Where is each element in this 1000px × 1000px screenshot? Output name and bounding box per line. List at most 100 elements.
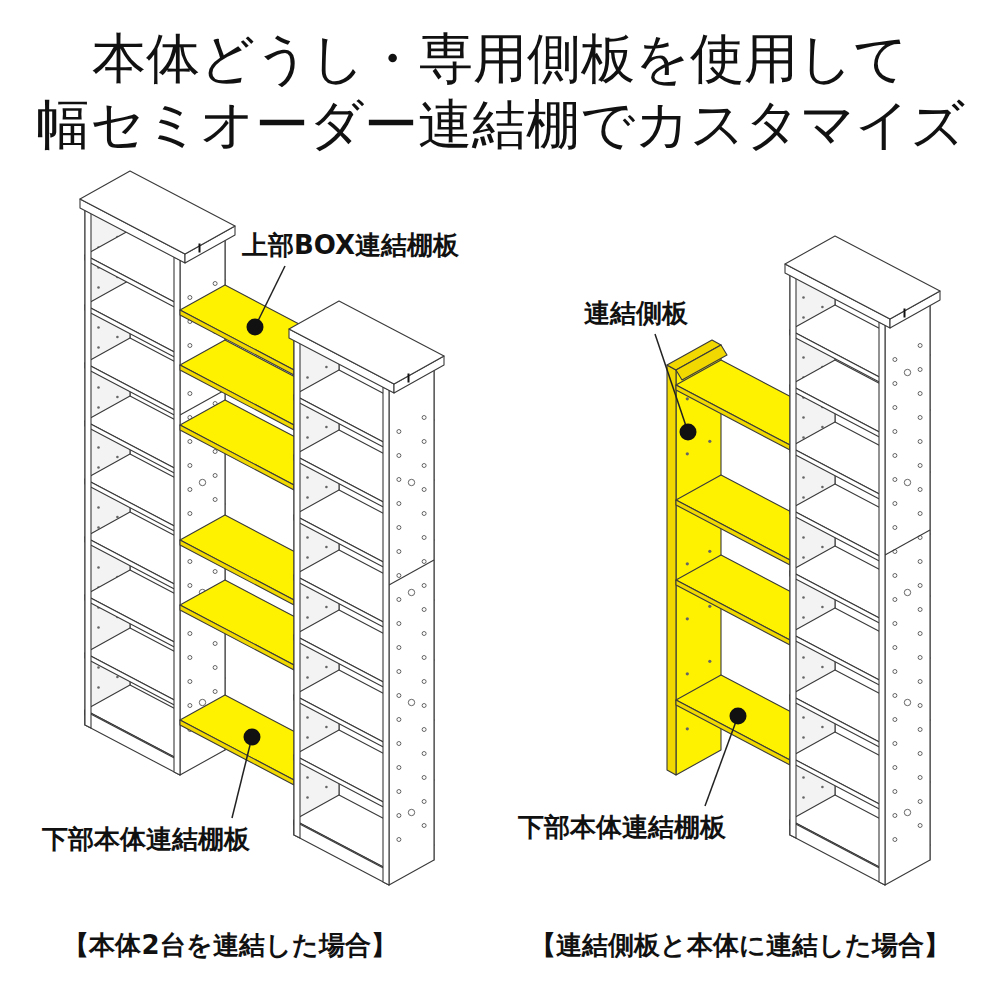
shelf-hole [802, 656, 805, 659]
connecting-shelf-edge [676, 385, 790, 450]
connecting-shelf-edge [676, 700, 790, 765]
shelf-hole [397, 646, 401, 650]
plinth [85, 711, 180, 775]
shelf-hole [918, 608, 922, 612]
shelf-hole [422, 656, 426, 660]
panel-front-edge [294, 340, 300, 838]
shelf-hole [97, 446, 100, 449]
shelf-hole [802, 776, 805, 779]
shelf-hole [708, 440, 711, 443]
shelf-edge [294, 515, 389, 570]
shelf-hole [802, 536, 805, 539]
shelf-hole [802, 416, 805, 419]
shelf-hole [893, 790, 897, 794]
shelf-hole [397, 790, 401, 794]
connector-pin [408, 374, 410, 383]
shelf-hole [918, 368, 922, 372]
shelf-hole [397, 574, 401, 578]
shelf-hole [325, 546, 328, 549]
shelf-hole [97, 286, 100, 289]
shelf-hole [893, 622, 897, 626]
shelf-hole [802, 496, 805, 499]
shelf-hole [918, 512, 922, 516]
shelf-hole [918, 752, 922, 756]
shelf-hole [802, 716, 805, 719]
shelf-hole [97, 566, 100, 569]
shelf-hole [686, 617, 689, 620]
leader-line [655, 334, 688, 432]
shelf-hole [918, 824, 922, 828]
shelf-edge [790, 695, 885, 750]
shelf-edge [85, 305, 180, 360]
shelf-hole [306, 716, 309, 719]
shelf-hole [893, 838, 897, 842]
shelf-hole [918, 416, 922, 420]
shelf-hole [397, 454, 401, 458]
part-label: 連結側板 [582, 296, 690, 330]
shelf-hole [802, 676, 805, 679]
shelf-hole [802, 476, 805, 479]
shelf-hole [306, 496, 309, 499]
shelf-hole [213, 498, 217, 502]
shelf-hole [893, 454, 897, 458]
shelf-hole [686, 727, 689, 730]
shelf-hole [918, 344, 922, 348]
panel-front-edge [667, 365, 676, 775]
shelf-hole [213, 570, 217, 574]
connecting-shelf-edge [180, 365, 294, 430]
shelf-hole [904, 479, 910, 485]
shelf-edge [294, 635, 389, 690]
shelf-hole [686, 397, 689, 400]
shelf-hole [397, 526, 401, 530]
top-board [289, 301, 444, 384]
shelf-hole [893, 574, 897, 578]
shelf-edge [85, 255, 180, 310]
shelf-edge [790, 330, 885, 385]
shelf-edge [790, 447, 885, 502]
shelf-hole [422, 536, 426, 540]
connecting-shelf-edge [676, 580, 790, 645]
panel-front-edge [879, 322, 885, 885]
shelf-hole [904, 589, 910, 595]
shelf-hole [821, 486, 824, 489]
shelf-hole [97, 686, 100, 689]
shelf-hole [918, 488, 922, 492]
shelf-hole [97, 406, 100, 409]
shelf-hole [306, 676, 309, 679]
shelf-hole [188, 656, 192, 660]
shelf-hole [422, 560, 426, 564]
shelf-hole [893, 358, 897, 362]
shelf-hole [802, 796, 805, 799]
shelf-hole [802, 556, 805, 559]
shelf-hole [893, 478, 897, 482]
shelf-hole [802, 356, 805, 359]
shelf-hole [397, 814, 401, 818]
shelf-hole [97, 326, 100, 329]
part-label: 上部BOX連結棚板 [240, 228, 461, 262]
connecting-shelf-edge [180, 310, 294, 375]
leader-line [255, 266, 285, 327]
shelf-hole [97, 466, 100, 469]
shelf-hole [904, 369, 910, 375]
shelf-hole [306, 596, 309, 599]
shelf-hole [422, 704, 426, 708]
shelf-edge [294, 455, 389, 510]
shelf-hole [422, 680, 426, 684]
callout-dot [730, 708, 747, 725]
shelf-hole [686, 562, 689, 565]
shelf-edge [85, 421, 180, 476]
shelf-hole [802, 616, 805, 619]
shelf-edge [85, 363, 180, 418]
panel-front-edge [790, 275, 796, 838]
shelf-hole [802, 316, 805, 319]
shelf-hole [306, 476, 309, 479]
shelf-hole [97, 386, 100, 389]
top-board [785, 236, 940, 319]
shelf-hole [893, 502, 897, 506]
shelf-hole [893, 718, 897, 722]
callout-dot [680, 424, 697, 441]
top-board [80, 171, 235, 254]
shelf-hole [306, 796, 309, 799]
shelf-hole [116, 396, 119, 399]
